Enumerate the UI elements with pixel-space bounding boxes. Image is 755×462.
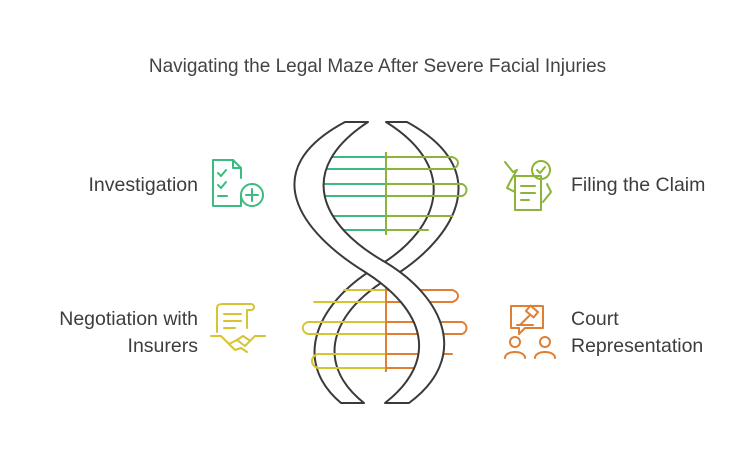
label-negotiation-line1: Negotiation with xyxy=(59,308,198,330)
label-negotiation-line2: Insurers xyxy=(127,335,198,357)
label-filing-claim-text: Filing the Claim xyxy=(571,174,706,196)
label-investigation-text: Investigation xyxy=(88,174,199,196)
rung-upper-3-right xyxy=(385,215,453,231)
rung-upper-1-right xyxy=(385,156,459,170)
diagram-title: Navigating the Legal Maze After Severe F… xyxy=(148,56,607,77)
label-court-line2: Representation xyxy=(571,335,704,357)
helix-strand-front xyxy=(293,121,446,404)
rung-upper-2-right xyxy=(385,183,468,197)
rung-lower-1-right xyxy=(385,289,459,303)
document-handshake-icon xyxy=(210,303,266,353)
label-filing-claim: Filing the Claim xyxy=(571,172,741,199)
label-court: Court Representation xyxy=(571,306,741,360)
handwritten-form-check-icon xyxy=(504,160,552,211)
gavel-people-icon xyxy=(504,304,556,359)
label-court-line1: Court xyxy=(571,308,619,330)
checklist-plus-icon xyxy=(212,159,264,207)
rung-lower-2-left xyxy=(301,321,387,335)
label-investigation: Investigation xyxy=(40,172,199,199)
label-negotiation: Negotiation with Insurers xyxy=(20,306,198,360)
rung-lower-2-right xyxy=(385,321,468,335)
rung-lower-1-left xyxy=(313,289,387,303)
rung-lower-3-left xyxy=(311,353,387,369)
